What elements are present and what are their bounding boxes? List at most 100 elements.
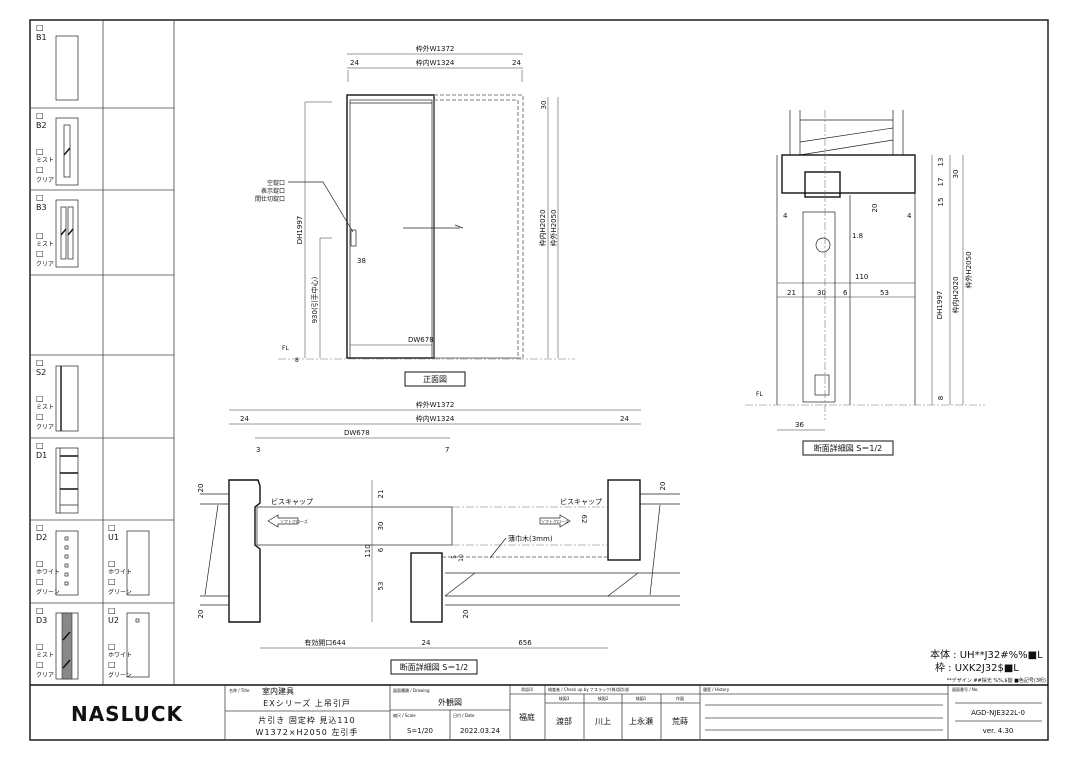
panel-code: B2 — [36, 121, 47, 130]
checkbox[interactable]: □ — [108, 577, 116, 586]
checkbox[interactable]: □ — [108, 523, 116, 532]
panel-options-sidebar: □ B1 □ B2 □ ミスト □ クリア □ B3 □ ミスト □ クリア — [30, 20, 1048, 686]
floor-level-label: FL — [282, 345, 289, 352]
option-label: ホワイト — [108, 569, 132, 576]
dim-20: 20 — [871, 204, 879, 213]
checkbox[interactable]: □ — [36, 147, 44, 156]
checkbox[interactable]: □ — [36, 358, 44, 367]
side-dim: 24 — [512, 59, 521, 67]
dim-5: 5 — [451, 555, 458, 559]
soft-close-label: ソフトクローズ — [541, 518, 569, 524]
version-label: ver. 4.30 — [983, 727, 1014, 735]
checkbox[interactable]: □ — [36, 441, 44, 450]
checkbox[interactable]: □ — [36, 577, 44, 586]
dim-30: 30 — [952, 170, 960, 179]
panel-b3[interactable]: □ B3 □ ミスト □ クリア — [36, 193, 79, 268]
checker-name: 荒蒔 — [672, 716, 688, 726]
checkbox[interactable]: □ — [36, 111, 44, 120]
drawing-number: AGD-NJE322L-0 — [971, 709, 1025, 717]
dim-1-8: 1.8 — [852, 232, 863, 240]
dim-53: 53 — [377, 582, 385, 591]
panel-d1[interactable]: □ D1 — [36, 441, 79, 514]
vertical-section-caption: 断面詳細図 S＝1/2 — [814, 443, 883, 453]
option-label: グリーン — [108, 588, 132, 596]
top-gap-dim: 30 — [540, 101, 548, 110]
panel-code: B3 — [36, 203, 47, 212]
title-line: W1372×H2050 左引手 — [256, 727, 359, 737]
floor-gap-dim: 8 — [295, 357, 299, 364]
checkbox[interactable]: □ — [36, 412, 44, 421]
dim-62: 62 — [580, 515, 588, 524]
dim-13: 13 — [937, 158, 945, 167]
checkbox[interactable]: □ — [36, 249, 44, 258]
panel-u1[interactable]: □ U1 □ ホワイト □ グリーン — [108, 523, 150, 596]
dim-8: 8 — [937, 396, 945, 400]
scale-value: S=1/20 — [407, 727, 433, 735]
number-header: 図面番号 / No. — [952, 686, 979, 692]
check-header: 検査者 / Check up by ナスラック(株)設計部 — [548, 686, 629, 692]
panel-code: D3 — [36, 616, 47, 625]
date-header: 日付 / Date — [453, 712, 475, 718]
panel-b1-thumbnail — [55, 35, 79, 101]
checkbox[interactable]: □ — [36, 231, 44, 240]
sheet-border — [29, 19, 1049, 741]
checkbox[interactable]: □ — [36, 23, 44, 32]
door-width-dim: DW678 — [344, 429, 370, 437]
panel-d2[interactable]: □ D2 □ ホワイト □ グリーン — [36, 523, 79, 596]
panel-code: D1 — [36, 451, 47, 460]
approval-header: 承認印 — [521, 686, 533, 692]
date-value: 2022.03.24 — [460, 727, 501, 735]
front-view: 枠外W1372 枠内W1324 24 24 空錠口 表示錠口 間仕切錠口 DH1… — [255, 44, 575, 387]
checker-role: 作図 — [676, 695, 684, 701]
callout-label: 表示錠口 — [261, 187, 285, 195]
door-height-dim: DH1997 — [296, 216, 304, 244]
dim-6: 6 — [377, 547, 385, 552]
checkbox[interactable]: □ — [36, 606, 44, 615]
outer-height-dim: 枠外H2050 — [549, 209, 558, 246]
dim-6: 6 — [843, 289, 848, 297]
checker-name: 上永瀬 — [629, 716, 653, 726]
dim-30: 30 — [377, 522, 385, 531]
title-header: 名称 / Title — [229, 687, 250, 693]
gap-dim: 7 — [445, 446, 449, 454]
option-label: クリア — [36, 177, 54, 184]
checkbox[interactable]: □ — [108, 606, 116, 615]
checker-role: 検図3 — [559, 695, 570, 701]
dim-36: 36 — [795, 421, 804, 429]
checkbox[interactable]: □ — [36, 523, 44, 532]
checker-role: 検図2 — [598, 695, 609, 701]
option-label: グリーン — [108, 671, 132, 679]
panel-u2[interactable]: □ U2 □ ホワイト □ グリーン — [108, 606, 150, 679]
checkbox[interactable]: □ — [36, 642, 44, 651]
checkbox[interactable]: □ — [108, 660, 116, 669]
dim-53: 53 — [880, 289, 889, 297]
callout-label: 空錠口 — [267, 179, 285, 187]
checkbox[interactable]: □ — [36, 660, 44, 669]
gap-dim: 3 — [256, 446, 260, 454]
panel-d3[interactable]: □ D3 □ ミスト □ クリア — [36, 606, 79, 680]
drawing-type: 外観図 — [438, 697, 462, 707]
panel-b2[interactable]: □ B2 □ ミスト □ クリア — [36, 111, 79, 186]
checkbox[interactable]: □ — [36, 559, 44, 568]
side-dim: 24 — [350, 59, 359, 67]
option-label: ホワイト — [36, 569, 60, 576]
panel-b1[interactable]: □ B1 — [36, 23, 79, 101]
panel-code: D2 — [36, 533, 47, 542]
checkbox[interactable]: □ — [108, 642, 116, 651]
checkbox[interactable]: □ — [108, 559, 116, 568]
inner-width-dim: 枠内W1324 — [416, 58, 455, 67]
checkbox[interactable]: □ — [36, 165, 44, 174]
panel-s2[interactable]: □ S2 □ ミスト □ クリア — [36, 358, 79, 432]
dim-17: 17 — [937, 178, 945, 187]
option-label: クリア — [36, 672, 54, 679]
outer-height-dim: 枠外H2050 — [964, 251, 973, 288]
nasluck-logo: NASLUCK — [71, 702, 184, 726]
dim-110: 110 — [855, 273, 868, 281]
soft-close-label: ソフトクローズ — [280, 518, 308, 524]
dim-20: 20 — [659, 482, 667, 491]
checkbox[interactable]: □ — [36, 394, 44, 403]
side-dim: 24 — [620, 415, 629, 423]
screw-cap-label: ビスキャップ — [271, 497, 313, 506]
checkbox[interactable]: □ — [36, 193, 44, 202]
